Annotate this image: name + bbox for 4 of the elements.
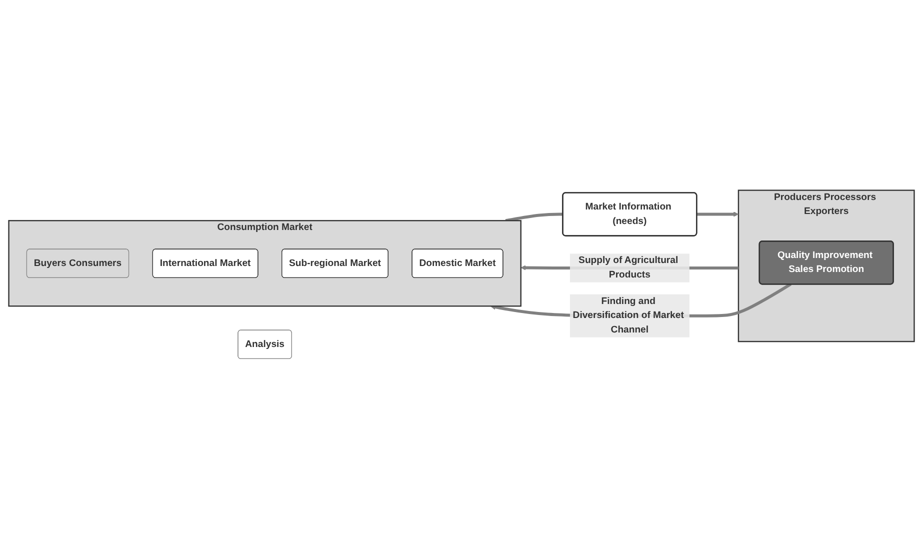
connector (505, 212, 563, 222)
edge-label: Supply of Agricultural Products (578, 255, 678, 280)
arrow (696, 212, 739, 217)
edge-label: Finding and Diversification of Market Channel (572, 296, 684, 335)
